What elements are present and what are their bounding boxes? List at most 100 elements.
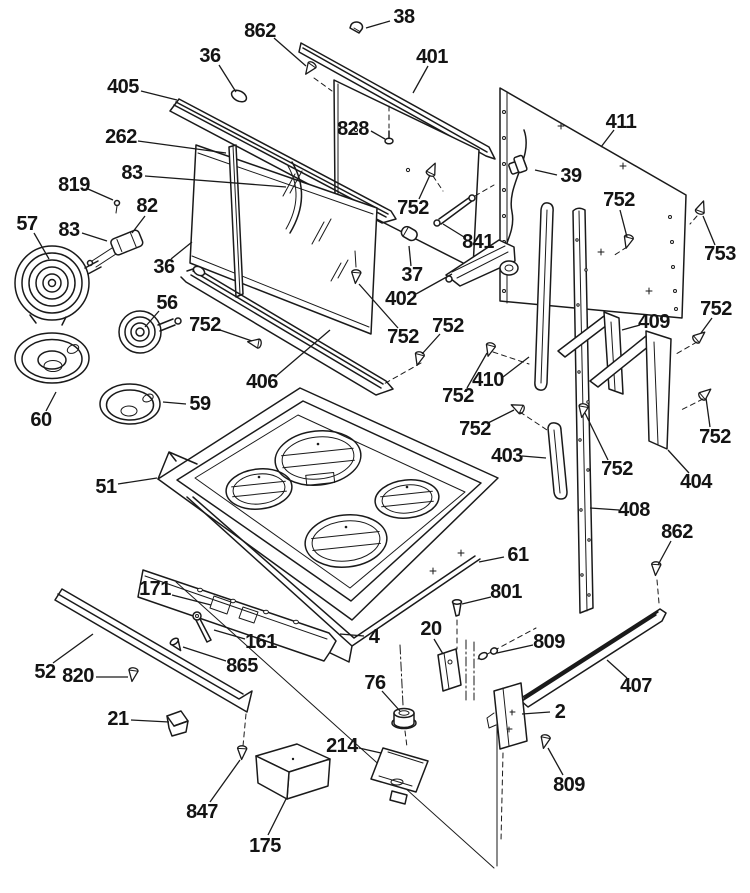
part-label-752-23: 752 bbox=[387, 326, 419, 348]
part-label-59-37: 59 bbox=[189, 393, 211, 415]
leader-line bbox=[584, 412, 609, 461]
leader-line bbox=[273, 37, 307, 67]
part-label-752-33: 752 bbox=[699, 426, 731, 448]
leader-line bbox=[45, 391, 57, 412]
part-support-402 bbox=[445, 239, 519, 287]
leader-line bbox=[370, 130, 386, 140]
part-label-401-3: 401 bbox=[416, 46, 448, 68]
part-screws-752 bbox=[246, 160, 715, 431]
part-label-214-55: 214 bbox=[326, 735, 359, 757]
part-rear-panel-411 bbox=[499, 87, 687, 319]
part-label-862-1: 862 bbox=[244, 20, 276, 42]
part-label-60-38: 60 bbox=[30, 409, 52, 431]
part-channel-410 bbox=[534, 202, 554, 391]
part-label-36-2: 36 bbox=[199, 45, 221, 67]
leader-line bbox=[219, 329, 253, 342]
part-label-161-42: 161 bbox=[245, 631, 277, 653]
part-label-61-40: 61 bbox=[507, 544, 529, 566]
part-label-37-17: 37 bbox=[401, 264, 423, 286]
leader-line bbox=[418, 174, 431, 200]
leader-line bbox=[502, 356, 530, 378]
leader-line bbox=[461, 596, 492, 605]
part-label-76-54: 76 bbox=[364, 672, 386, 694]
part-label-408-34: 408 bbox=[618, 499, 650, 521]
part-label-83-11: 83 bbox=[58, 219, 80, 241]
part-label-39-13: 39 bbox=[560, 165, 582, 187]
part-label-862-35: 862 bbox=[661, 521, 693, 543]
leader-line bbox=[412, 65, 429, 94]
part-label-56-39: 56 bbox=[156, 292, 178, 314]
leader-line bbox=[358, 283, 399, 329]
leader-line bbox=[415, 273, 453, 295]
part-label-404-32: 404 bbox=[680, 471, 713, 493]
part-label-753-20: 753 bbox=[704, 243, 736, 265]
part-rod-809-upper bbox=[477, 627, 537, 661]
leader-line bbox=[267, 798, 287, 836]
leader-line bbox=[182, 646, 227, 662]
part-label-752-21: 752 bbox=[700, 298, 732, 320]
leader-line bbox=[433, 638, 444, 655]
leader-line bbox=[131, 215, 146, 234]
leader-line bbox=[705, 397, 711, 428]
leader-line bbox=[81, 232, 108, 242]
part-clip-38 bbox=[349, 21, 364, 34]
part-burner-box-61 bbox=[186, 496, 481, 663]
leader-line bbox=[170, 241, 193, 260]
part-drip-bowl-59 bbox=[99, 383, 161, 425]
leader-line bbox=[144, 310, 160, 328]
part-rod-841 bbox=[433, 184, 495, 227]
part-grommet-76 bbox=[391, 644, 417, 748]
part-label-83-7: 83 bbox=[121, 162, 143, 184]
leader-line bbox=[421, 333, 441, 355]
part-strip-403 bbox=[547, 422, 568, 500]
part-label-409-22: 409 bbox=[638, 311, 670, 333]
part-trim-rail-52 bbox=[54, 588, 253, 747]
part-label-820-52: 820 bbox=[62, 665, 94, 687]
leader-line bbox=[408, 245, 412, 267]
part-label-828-5: 828 bbox=[337, 118, 369, 140]
part-screw-847 bbox=[236, 744, 248, 761]
leader-line bbox=[140, 90, 178, 101]
part-label-57-10: 57 bbox=[16, 213, 38, 235]
part-label-801-45: 801 bbox=[490, 581, 522, 603]
part-label-809-47: 809 bbox=[533, 631, 565, 653]
part-surface-element-56 bbox=[118, 310, 182, 354]
part-drip-bowl-60 bbox=[14, 332, 90, 384]
leader-line bbox=[162, 401, 187, 405]
part-label-171-41: 171 bbox=[139, 578, 171, 600]
part-label-752-31: 752 bbox=[601, 458, 633, 480]
leader-line bbox=[381, 690, 401, 712]
leader-line bbox=[521, 455, 547, 459]
part-label-402-18: 402 bbox=[385, 288, 417, 310]
part-label-752-19: 752 bbox=[603, 189, 635, 211]
part-bracket-404 bbox=[589, 330, 672, 450]
part-label-406-25: 406 bbox=[246, 371, 278, 393]
part-surface-element-57 bbox=[14, 245, 102, 326]
part-screw-865 bbox=[169, 637, 182, 652]
leader-line bbox=[137, 140, 227, 154]
leader-line bbox=[213, 629, 246, 640]
part-label-405-4: 405 bbox=[107, 76, 139, 98]
part-bracket-214 bbox=[370, 747, 429, 805]
part-plate-20 bbox=[437, 639, 475, 703]
part-label-20-46: 20 bbox=[420, 618, 442, 640]
leader-line bbox=[130, 719, 170, 723]
leader-line bbox=[87, 188, 114, 201]
leader-line bbox=[619, 209, 628, 238]
leader-line bbox=[144, 175, 287, 188]
leader-line bbox=[534, 169, 558, 176]
part-label-175-57: 175 bbox=[249, 835, 281, 857]
part-label-262-6: 262 bbox=[105, 126, 137, 148]
leader-line bbox=[589, 507, 620, 511]
part-label-403-30: 403 bbox=[491, 445, 523, 467]
part-screw-862-bottom bbox=[650, 560, 662, 604]
leader-line bbox=[621, 324, 641, 331]
leader-line bbox=[274, 329, 331, 378]
part-label-21-53: 21 bbox=[107, 708, 129, 730]
part-extension-lines bbox=[175, 581, 504, 869]
leader-line bbox=[478, 556, 505, 563]
part-bracket-2 bbox=[486, 682, 528, 750]
leader-line bbox=[52, 633, 94, 664]
